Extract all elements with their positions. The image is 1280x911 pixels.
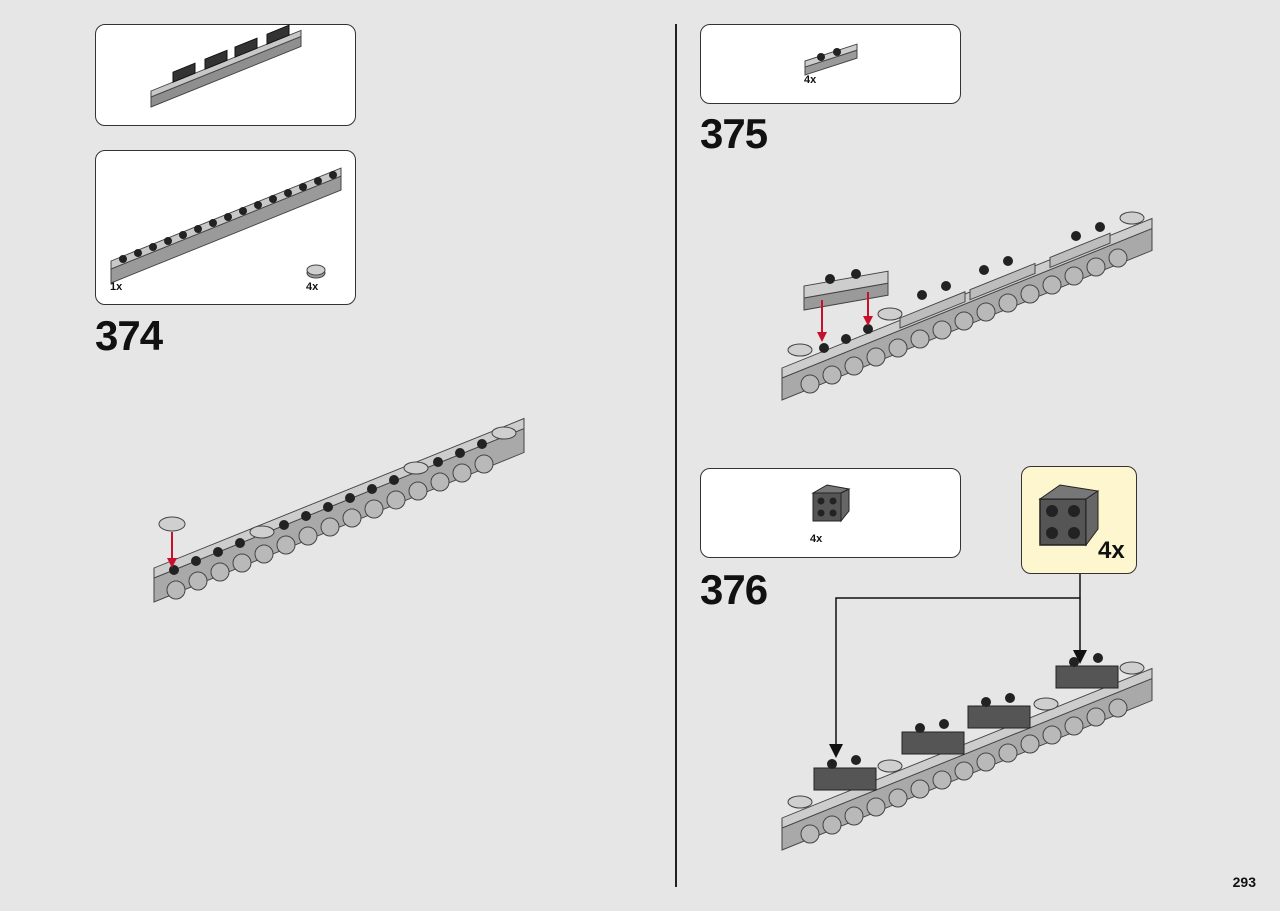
- callout-panel-376: 4x: [1021, 466, 1137, 574]
- step-number-375: 375: [700, 110, 768, 157]
- plate-1x2-icon: [804, 43, 858, 76]
- part-qty-bracket: 4x: [810, 533, 823, 545]
- subassembly-panel: [95, 24, 356, 126]
- step-number-376: 376: [700, 566, 768, 613]
- parts-panel-376: 4x: [700, 468, 961, 558]
- subassembly-model-icon: [150, 24, 302, 108]
- step-number-374: 374: [95, 312, 163, 359]
- bracket-2x2-callout-icon: [1038, 484, 1100, 547]
- bracket-2x2-icon: [811, 484, 851, 523]
- step-375-model-icon: [781, 211, 1153, 401]
- part-qty-round-tile: 4x: [306, 281, 319, 293]
- black-arrow-icon: [829, 574, 1087, 758]
- page-number: 293: [1232, 874, 1256, 890]
- part-qty-plate: 4x: [804, 74, 817, 86]
- technic-beam-icon: [110, 167, 342, 284]
- part-qty-beam: 1x: [110, 281, 123, 293]
- step-374-model-icon: [153, 417, 525, 603]
- callout-qty: 4x: [1098, 537, 1125, 564]
- parts-panel-375: 4x: [700, 24, 961, 104]
- round-tile-icon: [306, 264, 326, 279]
- step-376-model-icon: [781, 653, 1153, 851]
- page-divider: [675, 24, 677, 887]
- parts-panel-374: 1x 4x: [95, 150, 356, 305]
